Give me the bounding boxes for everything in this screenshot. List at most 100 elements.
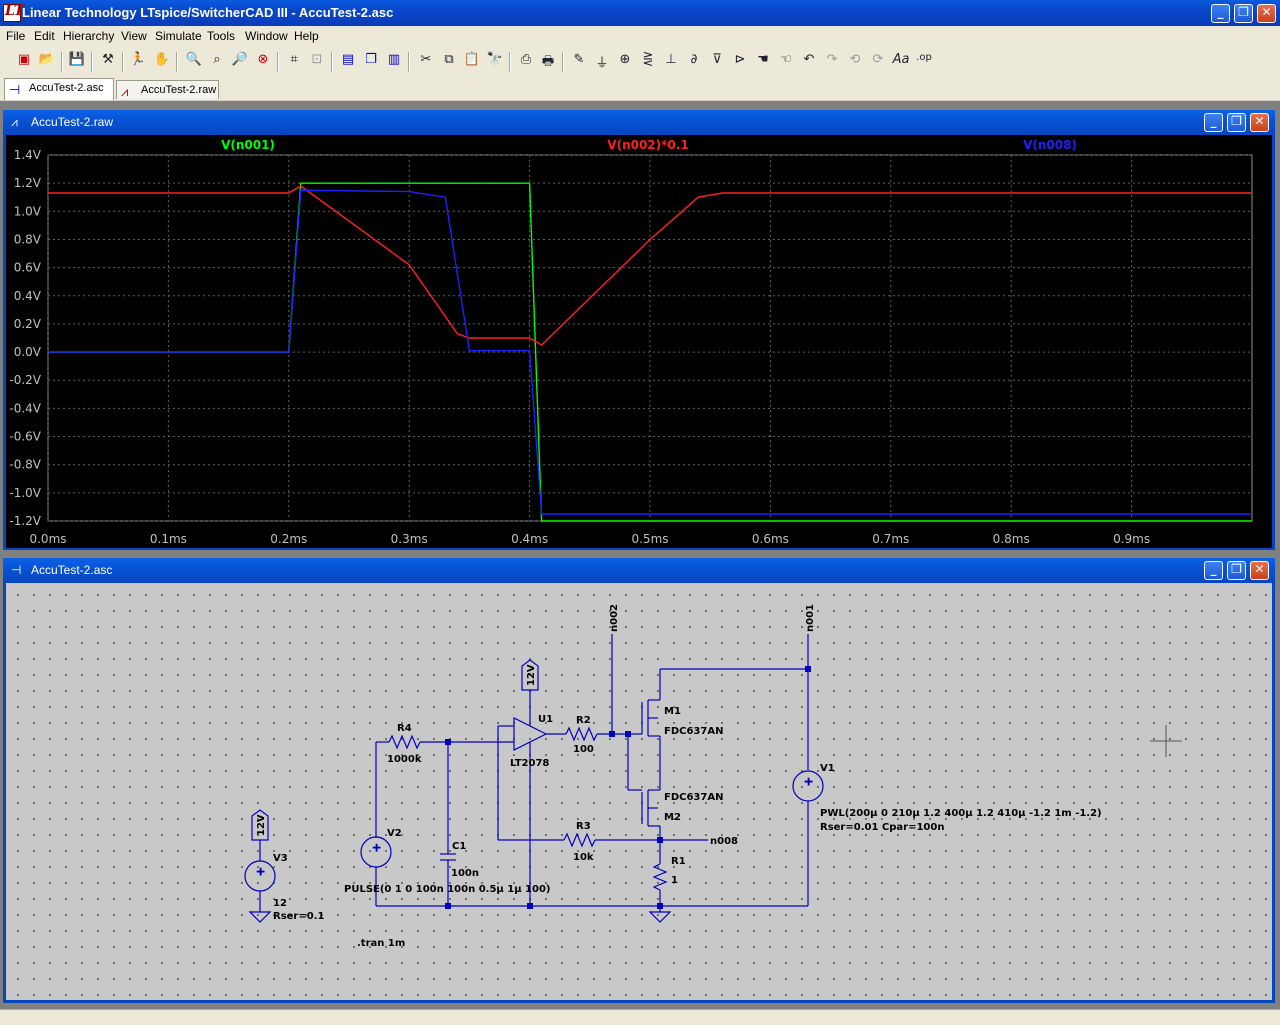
cascade-icon[interactable]: ❐ — [365, 52, 377, 67]
waveform-close-button[interactable]: ✕ — [1250, 113, 1269, 132]
autorange-icon[interactable]: ⌗ — [290, 52, 298, 67]
resistor-icon[interactable]: ⋛ — [642, 52, 654, 67]
redo-icon[interactable]: ↷ — [826, 52, 838, 67]
delete-trace-icon[interactable]: ⊡ — [311, 52, 323, 67]
x-tick-label: 0.0ms — [29, 532, 66, 546]
x-tick-label: 0.5ms — [631, 532, 668, 546]
x-tick-label: 0.6ms — [752, 532, 789, 546]
y-tick-label: -1.0V — [9, 486, 41, 500]
y-tick-label: 0.8V — [14, 232, 42, 246]
zoom-full-icon[interactable]: ⊗ — [257, 52, 269, 67]
move-hand-icon[interactable]: ☚ — [757, 52, 769, 67]
v3-value: 12 — [273, 898, 287, 909]
run-icon[interactable]: 🏃 — [129, 52, 147, 67]
new-schematic-icon[interactable]: ▣ — [17, 52, 31, 67]
c1-label: C1 — [452, 841, 466, 852]
close-button[interactable]: ✕ — [1257, 4, 1276, 23]
schematic-icon: ⊣ — [9, 82, 21, 97]
y-tick-label: 0.2V — [14, 317, 42, 331]
r2-value: 100 — [573, 744, 594, 755]
menu-help[interactable]: Help — [294, 29, 319, 43]
capacitor-icon[interactable]: ⊥ — [665, 52, 677, 67]
undo-icon[interactable]: ↶ — [803, 52, 815, 67]
print-icon[interactable]: 🖶 — [541, 54, 555, 69]
waveform-minimize-button[interactable]: _ — [1204, 113, 1223, 132]
menu-window[interactable]: Window — [245, 29, 288, 43]
schematic-window-titlebar[interactable]: ⊣ AccuTest-2.asc _ ❐ ✕ — [3, 558, 1275, 583]
find-icon[interactable]: 🔭 — [486, 52, 504, 67]
waveform-window-titlebar[interactable]: ⩘ AccuTest-2.raw _ ❐ ✕ — [3, 110, 1275, 135]
title-bar: LT Linear Technology LTspice/SwitcherCAD… — [0, 0, 1280, 26]
component-icon[interactable]: ⊳ — [734, 52, 746, 67]
waveform-maximize-button[interactable]: ❐ — [1227, 113, 1246, 132]
x-tick-label: 0.4ms — [511, 532, 548, 546]
tile-horizontal-icon[interactable]: ▤ — [341, 52, 355, 67]
v1-value: PWL(200µ 0 210µ 1.2 400µ 1.2 410µ -1.2 1… — [820, 808, 1102, 819]
label-net-icon[interactable]: ⊕ — [619, 52, 631, 67]
spice-directive-icon[interactable]: .op — [916, 52, 932, 63]
inductor-icon[interactable]: ∂ — [690, 52, 698, 67]
trace-label-2: V(n002)*0.1 — [607, 138, 688, 152]
print-setup-icon[interactable]: ⎙ — [520, 52, 532, 67]
v1-label: V1 — [820, 763, 835, 774]
schematic-minimize-button[interactable]: _ — [1204, 561, 1223, 580]
menu-hierarchy[interactable]: Hierarchy — [63, 29, 115, 43]
status-bar — [0, 1009, 1280, 1025]
x-tick-label: 0.3ms — [391, 532, 428, 546]
schematic-maximize-button[interactable]: ❐ — [1227, 561, 1246, 580]
tab-waveform[interactable]: ⩘ AccuTest-2.raw — [116, 80, 219, 99]
menu-bar: File Edit Hierarchy View Simulate Tools … — [0, 26, 1280, 46]
menu-view[interactable]: View — [121, 29, 147, 43]
r1-value: 1 — [671, 875, 678, 886]
waveform-chart[interactable]: 1.4V1.2V1.0V0.8V0.6V0.4V0.2V0.0V-0.2V-0.… — [6, 135, 1272, 548]
document-tabs: ⊣ AccuTest-2.asc ⩘ AccuTest-2.raw — [0, 78, 1280, 100]
paste-icon[interactable]: 📋 — [463, 52, 481, 67]
menu-tools[interactable]: Tools — [207, 29, 236, 43]
copy-icon[interactable]: ⧉ — [444, 52, 454, 67]
ground-icon[interactable]: ⏚ — [595, 56, 609, 71]
schematic-close-button[interactable]: ✕ — [1250, 561, 1269, 580]
minimize-button[interactable]: _ — [1211, 4, 1230, 23]
halt-hand-icon[interactable]: ✋ — [153, 52, 171, 67]
mirror-icon[interactable]: ⟳ — [872, 52, 884, 67]
schematic-canvas[interactable]: + + + n002 n001 n008 R4 1000k U1 LT2078 … — [6, 583, 1272, 1000]
y-tick-label: 0.0V — [14, 345, 42, 359]
schematic-icon: ⊣ — [11, 563, 22, 577]
zoom-out-icon[interactable]: 🔎 — [231, 52, 249, 67]
y-tick-label: 0.4V — [14, 289, 42, 303]
tab-schematic-label: AccuTest-2.asc — [29, 82, 104, 94]
menu-simulate[interactable]: Simulate — [155, 29, 202, 43]
control-panel-icon[interactable]: ⚒ — [102, 52, 114, 67]
y-tick-label: -0.8V — [9, 458, 41, 472]
maximize-button[interactable]: ❐ — [1234, 4, 1253, 23]
y-tick-label: 1.4V — [14, 148, 42, 162]
net-label-n002: n002 — [609, 604, 620, 632]
toolbar: ▣ 📂 💾 ⚒ 🏃 ✋ 🔍 ⌕ 🔎 ⊗ ⌗ ⊡ ▤ ❐ ▥ ✂ ⧉ 📋 🔭 ⎙ … — [0, 46, 1280, 79]
tile-vertical-icon[interactable]: ▥ — [387, 52, 401, 67]
tab-schematic[interactable]: ⊣ AccuTest-2.asc — [4, 78, 114, 100]
diode-icon[interactable]: ⊽ — [712, 52, 722, 67]
open-folder-icon[interactable]: 📂 — [38, 52, 56, 67]
y-tick-label: -1.2V — [9, 514, 41, 528]
draw-wire-icon[interactable]: ✎ — [573, 52, 585, 67]
save-icon[interactable]: 💾 — [68, 52, 86, 67]
cut-icon[interactable]: ✂ — [420, 52, 432, 67]
v3-supply-label: 12V — [256, 814, 267, 836]
zoom-in-icon[interactable]: 🔍 — [185, 52, 203, 67]
schematic-drawing[interactable]: + + + n002 n001 n008 R4 1000k U1 LT2078 … — [6, 583, 1272, 1000]
menu-edit[interactable]: Edit — [34, 29, 55, 43]
y-tick-label: 1.2V — [14, 176, 42, 190]
menu-file[interactable]: File — [6, 29, 26, 43]
x-tick-label: 0.8ms — [993, 532, 1030, 546]
u1-supply-label: 12V — [526, 664, 537, 686]
rotate-icon[interactable]: ⟲ — [849, 52, 861, 67]
x-tick-label: 0.2ms — [270, 532, 307, 546]
pan-icon[interactable]: ⌕ — [213, 52, 221, 67]
r4-label: R4 — [397, 723, 412, 734]
drag-hand-icon[interactable]: ☜ — [780, 52, 792, 67]
net-label-n001: n001 — [805, 604, 816, 632]
ltspice-app-icon[interactable]: LT — [3, 3, 24, 22]
waveform-icon: ⩘ — [11, 115, 18, 129]
text-icon[interactable]: Aa — [892, 52, 910, 67]
